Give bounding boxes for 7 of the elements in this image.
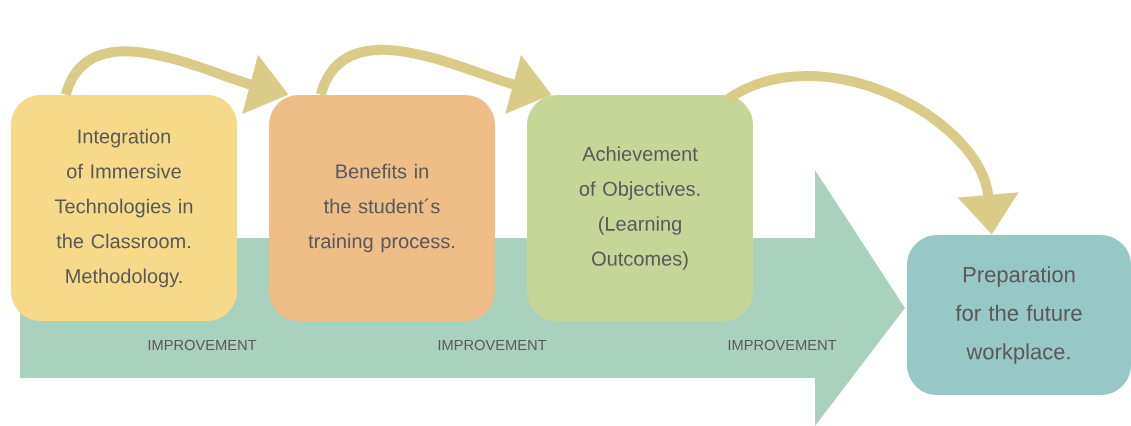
arrow-label: IMPROVEMENT xyxy=(728,339,837,351)
process-box: Benefits in the student´s training process. xyxy=(269,95,495,321)
process-box: Preparation for the future workplace. xyxy=(907,235,1131,395)
process-box: Achievement of Objectives. (Learning Outcomes) xyxy=(527,95,753,321)
arrow-label: IMPROVEMENT xyxy=(148,339,257,351)
arrow-label: IMPROVEMENT xyxy=(438,339,547,351)
process-box: Integration of Immersive Technologies in the Classroom. Methodology. xyxy=(11,95,237,321)
